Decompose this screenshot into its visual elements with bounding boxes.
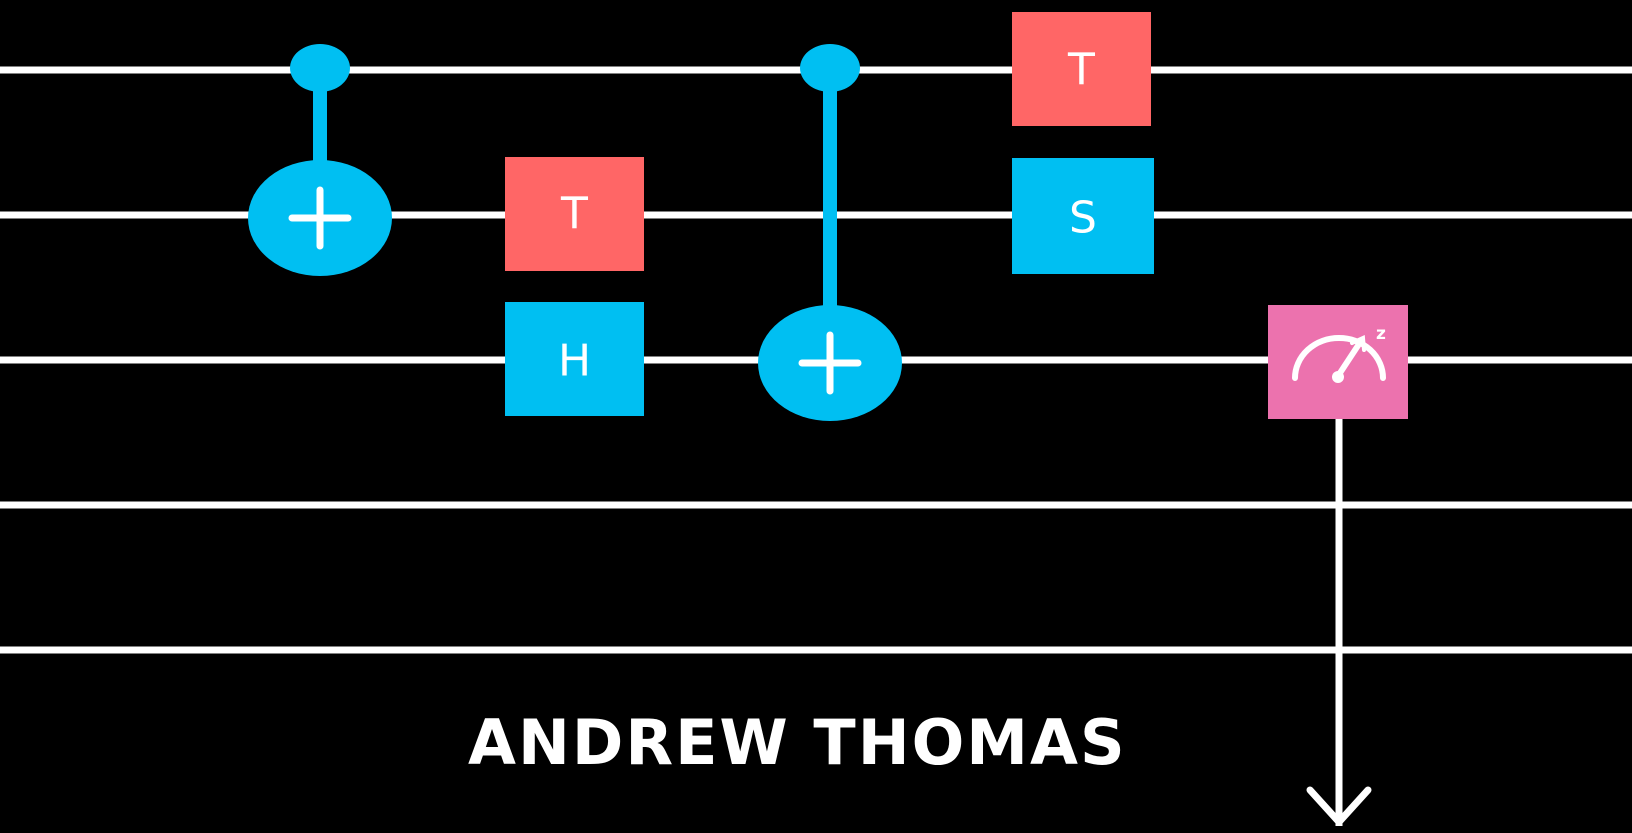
s-gate-box	[1012, 158, 1154, 274]
cnot-1-control-dot	[290, 44, 350, 92]
plus-icon	[798, 331, 862, 395]
arrow-down-icon	[1306, 786, 1372, 826]
plus-icon	[288, 186, 352, 250]
t-gate-1: T	[505, 157, 644, 271]
s-gate: S	[1012, 158, 1154, 274]
meter-basis-label: z	[1376, 324, 1386, 344]
t-gate-2: T	[1012, 12, 1151, 126]
h-gate-label: H	[558, 336, 591, 387]
measurement-gate: z	[1268, 305, 1408, 826]
cnot-gate-2	[758, 44, 902, 421]
meter-icon	[1292, 335, 1386, 381]
h-gate: H	[505, 302, 644, 416]
t-gate-2-label: T	[1067, 45, 1095, 96]
meter-pivot	[1332, 371, 1344, 383]
t-gate-1-label: T	[560, 189, 588, 240]
s-gate-label: S	[1069, 193, 1097, 244]
cnot-2-control-dot	[800, 44, 860, 92]
cnot-gate-1	[248, 44, 392, 276]
t-gate-2-box	[1012, 12, 1151, 126]
author-name: ANDREW THOMAS	[468, 706, 1127, 779]
t-gate-1-box	[505, 157, 644, 271]
h-gate-box	[505, 302, 644, 416]
measurement-box	[1268, 305, 1408, 419]
